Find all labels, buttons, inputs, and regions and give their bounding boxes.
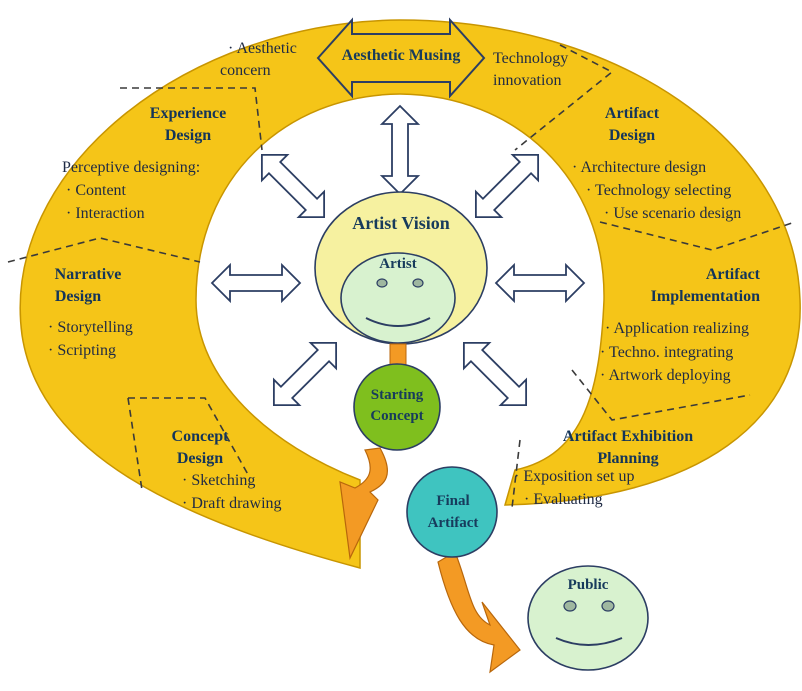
aesthetic-musing-arrow	[316, 17, 486, 99]
section-dividers	[7, 44, 796, 509]
experience-title-line2: Design	[164, 127, 212, 144]
artist-eye-right	[412, 278, 424, 288]
exhibition-item-1: · Exposition set up	[514, 468, 635, 485]
narrative-item-2: · Scripting	[48, 342, 116, 359]
arrow-upper-right	[474, 153, 540, 219]
implementation-item-1: · Application realizing	[605, 320, 749, 337]
narrative-title-line2: Design	[54, 288, 102, 305]
artifact-design-item-1: · Architecture design	[572, 159, 707, 176]
arrow-up	[379, 104, 421, 196]
concept-item-1: · Sketching	[182, 472, 256, 489]
artist-vision-label: Artist Vision	[352, 213, 450, 233]
arrow-left	[210, 262, 302, 304]
divider-impl-exhibition	[571, 369, 751, 421]
arrow-right	[494, 262, 586, 304]
final-artifact-label-line2: Artifact	[427, 515, 479, 531]
concept-title-line1: Concept	[171, 428, 229, 445]
public-face	[527, 565, 649, 671]
divider-concept-left	[127, 397, 143, 491]
concept-title-line2: Design	[176, 450, 224, 467]
arrow-lower-left	[272, 341, 338, 407]
public-label: Public	[567, 577, 609, 593]
public-smile	[555, 637, 623, 646]
arrow-upper-left	[260, 153, 326, 219]
narrative-item-1: · Storytelling	[48, 319, 133, 336]
exhibition-title-line1: Artifact Exhibition	[562, 428, 694, 445]
final-artifact-label-line1: Final	[436, 493, 470, 509]
concept-item-2: · Draft drawing	[182, 495, 282, 512]
artifact-design-title-line1: Artifact	[604, 105, 660, 122]
implementation-item-2: · Techno. integrating	[600, 344, 734, 361]
artist-smile	[365, 317, 431, 327]
artifact-design-item-3: · Use scenario design	[604, 205, 742, 222]
exhibition-title-line2: Planning	[597, 450, 659, 467]
starting-concept-circle	[353, 363, 441, 451]
arrow-lower-right	[462, 341, 528, 407]
divider-narrative-concept	[128, 397, 251, 479]
exhibition-item-2: · Evaluating	[524, 491, 603, 508]
technology-line2: innovation	[493, 72, 562, 89]
starting-concept-arrow	[339, 447, 388, 561]
aesthetic-concern-line2: concern	[220, 62, 271, 79]
final-artifact-circle	[406, 466, 498, 558]
starting-concept-label-line1: Starting	[370, 387, 424, 403]
final-artifact-arrow	[437, 551, 521, 674]
aesthetic-concern-line1: · Aesthetic	[228, 40, 297, 57]
public-eye-right	[601, 600, 615, 612]
artifact-design-title-line2: Design	[608, 127, 656, 144]
double-arrows	[210, 104, 586, 407]
experience-title-line1: Experience	[149, 105, 227, 122]
artifact-design-item-2: · Technology selecting	[586, 182, 732, 199]
implementation-item-3: · Artwork deploying	[600, 367, 731, 384]
aesthetic-musing-label: Aesthetic Musing	[341, 47, 461, 64]
technology-line1: Technology	[493, 50, 569, 67]
implementation-title-line1: Artifact	[705, 266, 760, 283]
public-eye-left	[563, 600, 577, 612]
artist-eye-left	[376, 278, 388, 288]
experience-item-3: · Interaction	[66, 205, 145, 222]
experience-item-2: · Content	[66, 182, 126, 199]
starting-concept-label-line2: Concept	[370, 408, 424, 424]
divider-design-impl	[599, 221, 796, 251]
narrative-title-line1: Narrative	[54, 266, 122, 283]
divider-experience-top	[120, 87, 263, 151]
artist-label: Artist	[379, 256, 417, 272]
experience-item-1: Perceptive designing:	[62, 159, 201, 176]
implementation-title-line2: Implementation	[650, 288, 760, 305]
process-ring	[19, 19, 801, 569]
